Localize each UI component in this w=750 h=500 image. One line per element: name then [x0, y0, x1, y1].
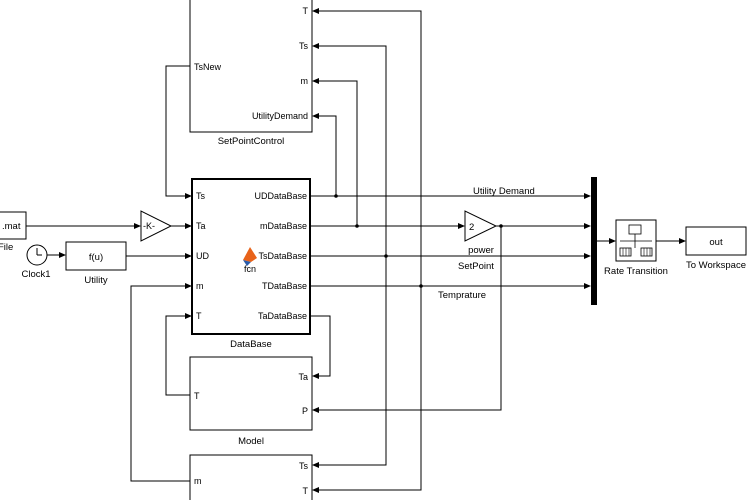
mux-bar[interactable] — [591, 177, 597, 305]
database-out-tsdatabase: TsDataBase — [258, 251, 307, 261]
utility-fcn-block[interactable]: f(u) — [65, 241, 127, 271]
signal-label-temperature: Temprature — [438, 290, 486, 301]
power-gain-text: 2 — [469, 222, 474, 233]
from-file-block[interactable]: .mat — [0, 211, 27, 240]
setpoint-in-tsnew: TsNew — [194, 62, 222, 72]
power-gain-block[interactable]: 2 — [464, 210, 498, 242]
setpoint-control-block[interactable]: TsNew T Ts m UtilityDemand — [189, 0, 313, 133]
to-workspace-text: out — [709, 237, 723, 248]
setpoint-out-utilitydemand: UtilityDemand — [252, 111, 308, 121]
to-workspace-block[interactable]: out — [685, 226, 747, 256]
database-block[interactable]: Ts Ta UD m T UDDataBase mDataBase TsData… — [191, 178, 311, 335]
wire-tsnew-to-database-ts — [165, 65, 190, 197]
rate-transition-caption: Rate Transition — [604, 266, 668, 277]
database-in-ta: Ta — [196, 221, 206, 231]
bottom-out-ts: Ts — [299, 461, 309, 471]
bottom-subsystem-block[interactable]: m Ts T — [189, 454, 313, 500]
wire-m-feedback — [130, 285, 190, 482]
bottom-out-t: T — [303, 486, 309, 496]
clock-block[interactable] — [26, 244, 48, 266]
rate-transition-block[interactable] — [615, 219, 657, 262]
gain-k-block[interactable]: -K- — [140, 210, 173, 242]
model-caption: Model — [238, 436, 264, 447]
model-out-p: P — [302, 406, 308, 416]
database-in-m: m — [196, 281, 204, 291]
database-caption: DataBase — [230, 339, 272, 350]
model-out-ta: Ta — [298, 372, 308, 382]
from-file-text: .mat — [2, 221, 21, 232]
from-file-caption: File — [0, 242, 13, 253]
database-in-t: T — [196, 311, 202, 321]
setpoint-out-m: m — [301, 76, 309, 86]
database-in-ud: UD — [196, 251, 209, 261]
database-out-tdatabase: TDataBase — [262, 281, 307, 291]
database-out-uddatabase: UDDataBase — [254, 191, 307, 201]
gain-k-text: -K- — [143, 221, 155, 231]
wire-model-t-to-database-t — [165, 315, 190, 396]
database-out-mdatabase: mDataBase — [260, 221, 307, 231]
signal-label-setpoint: SetPoint — [458, 261, 494, 272]
database-fcn-label: fcn — [244, 264, 256, 274]
wire-tadatabase-to-model — [310, 315, 331, 377]
wires — [26, 8, 686, 493]
to-workspace-caption: To Workspace — [686, 260, 746, 271]
database-out-tadatabase: TaDataBase — [258, 311, 307, 321]
matlab-logo-icon — [243, 247, 257, 266]
setpoint-out-t: T — [303, 6, 309, 16]
model-in-t: T — [194, 391, 200, 401]
clock-caption: Clock1 — [21, 269, 50, 280]
model-block[interactable]: T Ta P — [189, 356, 313, 431]
bottom-in-m: m — [194, 476, 202, 486]
setpoint-out-ts: Ts — [299, 41, 309, 51]
signal-label-utility-demand: Utility Demand — [473, 186, 535, 197]
utility-fcn-text: f(u) — [89, 252, 103, 263]
power-gain-caption: power — [468, 245, 494, 256]
setpoint-control-caption: SetPointControl — [218, 136, 285, 147]
utility-caption: Utility — [84, 275, 107, 286]
database-in-ts: Ts — [196, 191, 206, 201]
